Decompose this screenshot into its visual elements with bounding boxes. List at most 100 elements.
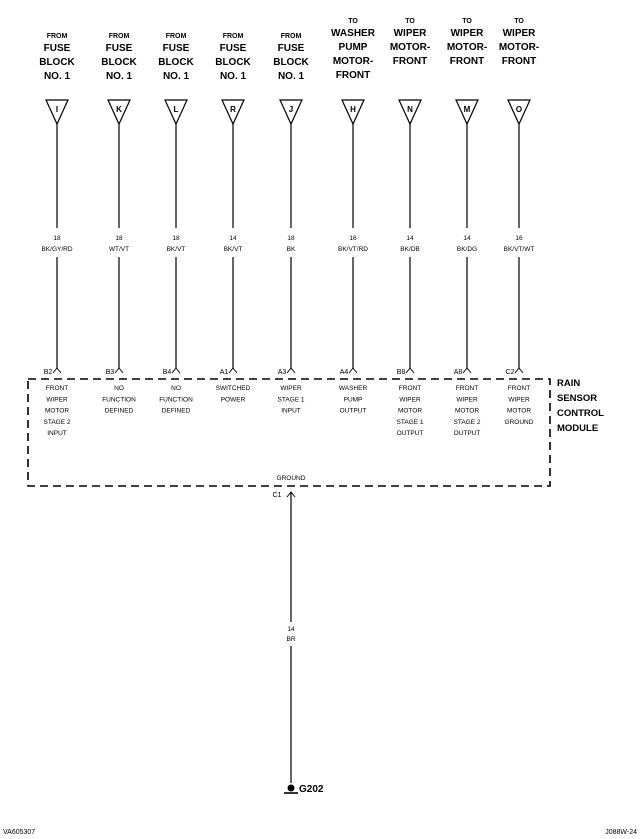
pin-function-label: WIPER bbox=[46, 396, 68, 403]
cavity-label: B3 bbox=[106, 369, 115, 376]
source-label-line: MOTOR- bbox=[333, 56, 373, 67]
source-label-line: FUSE bbox=[44, 43, 71, 54]
wire-color: BK/DG bbox=[457, 246, 477, 253]
source-label-line: FUSE bbox=[163, 43, 190, 54]
pin-function-label: DEFINED bbox=[162, 408, 191, 415]
module-connector-symbol bbox=[114, 367, 124, 374]
cavity-label: A8 bbox=[454, 369, 463, 376]
cavity-label: B4 bbox=[163, 369, 172, 376]
cavity-label: A1 bbox=[220, 369, 229, 376]
connector-pin-label: H bbox=[350, 105, 356, 114]
connector-pin-label: J bbox=[289, 105, 293, 114]
rain-sensor-module-box bbox=[27, 378, 551, 487]
pin-function-label: FRONT bbox=[456, 385, 478, 392]
pin-function-label: WIPER bbox=[399, 396, 421, 403]
source-label-line: NO. 1 bbox=[106, 71, 133, 82]
connector-triangle-icon bbox=[398, 99, 422, 126]
connector-pin-label: I bbox=[56, 105, 58, 114]
ground-wire-gauge: 14 bbox=[287, 626, 295, 633]
module-connector-symbol bbox=[348, 367, 358, 374]
pin-function-label: FRONT bbox=[399, 385, 421, 392]
connector-pin-label: R bbox=[230, 105, 236, 114]
module-connector-symbol bbox=[52, 367, 62, 374]
wire-gauge: 18 bbox=[172, 235, 180, 242]
module-name-line-3: CONTROL bbox=[557, 408, 604, 419]
ground-function-label: GROUND bbox=[277, 475, 306, 482]
pin-function-label: WIPER bbox=[280, 385, 302, 392]
ground-circuit: GROUND C1 14 BR G202 bbox=[273, 475, 324, 795]
source-label-line: BLOCK bbox=[101, 57, 137, 68]
connector-triangle-icon bbox=[107, 99, 131, 126]
pin-function-label: FUNCTION bbox=[102, 396, 136, 403]
pin-function-label: STAGE 2 bbox=[44, 419, 71, 426]
ground-cavity-label: C1 bbox=[273, 492, 282, 499]
pin-function-label: INPUT bbox=[47, 430, 67, 437]
source-label-line: FUSE bbox=[220, 43, 247, 54]
module-connector-symbol bbox=[228, 367, 238, 374]
source-prefix-label: TO bbox=[462, 18, 472, 25]
source-prefix-label: TO bbox=[405, 18, 415, 25]
source-label-line: MOTOR- bbox=[499, 42, 539, 53]
wire-gauge: 18 bbox=[287, 235, 295, 242]
connector-triangle-icon bbox=[507, 99, 531, 126]
pin-function-label: DEFINED bbox=[105, 408, 134, 415]
pin-function-label: MOTOR bbox=[455, 408, 479, 415]
wire-color: BK/VT bbox=[224, 246, 243, 253]
pin-function-label: NO bbox=[171, 385, 181, 392]
wire-gauge: 14 bbox=[229, 235, 237, 242]
pin-function-label: POWER bbox=[221, 396, 246, 403]
source-label-line: WIPER bbox=[451, 28, 485, 39]
module-name-line-1: RAIN bbox=[557, 378, 580, 389]
caption-right: J088W-24 bbox=[605, 829, 637, 836]
pin-function-label: INPUT bbox=[281, 408, 301, 415]
source-label-line: WASHER bbox=[331, 28, 376, 39]
connector-triangle-icon bbox=[341, 99, 365, 126]
module-connector-symbol bbox=[462, 367, 472, 374]
source-label-line: NO. 1 bbox=[44, 71, 71, 82]
source-label-line: BLOCK bbox=[273, 57, 309, 68]
pin-function-label: PUMP bbox=[344, 396, 363, 403]
module-connector-symbol bbox=[514, 367, 524, 374]
source-label-line: BLOCK bbox=[39, 57, 75, 68]
source-label-line: NO. 1 bbox=[163, 71, 190, 82]
connector-pin-label: L bbox=[174, 105, 179, 114]
pin-function-label: NO bbox=[114, 385, 124, 392]
wire-gauge: 18 bbox=[115, 235, 123, 242]
module-name-line-4: MODULE bbox=[557, 423, 598, 434]
source-label-line: BLOCK bbox=[215, 57, 251, 68]
cavity-label: C2 bbox=[506, 369, 515, 376]
wire-color: WT/VT bbox=[109, 246, 129, 253]
source-prefix-label: FROM bbox=[166, 33, 187, 40]
pin-function-label: FUNCTION bbox=[159, 396, 193, 403]
connector-pin-label: M bbox=[464, 105, 471, 114]
wire-color: BK/GY/RD bbox=[41, 246, 72, 253]
source-label-line: FRONT bbox=[336, 70, 370, 81]
pin-function-label: SWITCHED bbox=[216, 385, 251, 392]
source-label-line: FRONT bbox=[450, 56, 484, 67]
source-label-line: FUSE bbox=[278, 43, 305, 54]
source-label-line: FUSE bbox=[106, 43, 133, 54]
source-label-line: WIPER bbox=[394, 28, 428, 39]
pin-function-label: OUTPUT bbox=[397, 430, 424, 437]
source-label-line: NO. 1 bbox=[220, 71, 247, 82]
source-prefix-label: TO bbox=[348, 18, 358, 25]
source-label-line: MOTOR- bbox=[390, 42, 430, 53]
module-name-line-2: SENSOR bbox=[557, 393, 597, 404]
connector-triangle-icon bbox=[221, 99, 245, 126]
module-name: RAIN SENSOR CONTROL MODULE bbox=[557, 378, 604, 434]
module-connector-symbol bbox=[171, 367, 181, 374]
source-label-line: MOTOR- bbox=[447, 42, 487, 53]
source-label-line: BLOCK bbox=[158, 57, 194, 68]
caption-left: VA605307 bbox=[3, 829, 35, 836]
wire-color: BK bbox=[287, 246, 296, 253]
pin-function-label: STAGE 2 bbox=[454, 419, 481, 426]
connector-triangle-icon bbox=[164, 99, 188, 126]
source-label-line: WIPER bbox=[503, 28, 537, 39]
source-prefix-label: TO bbox=[514, 18, 524, 25]
connector-pin-label: N bbox=[407, 105, 413, 114]
wire-gauge: 16 bbox=[515, 235, 523, 242]
source-prefix-label: FROM bbox=[223, 33, 244, 40]
pin-function-label: OUTPUT bbox=[340, 408, 367, 415]
